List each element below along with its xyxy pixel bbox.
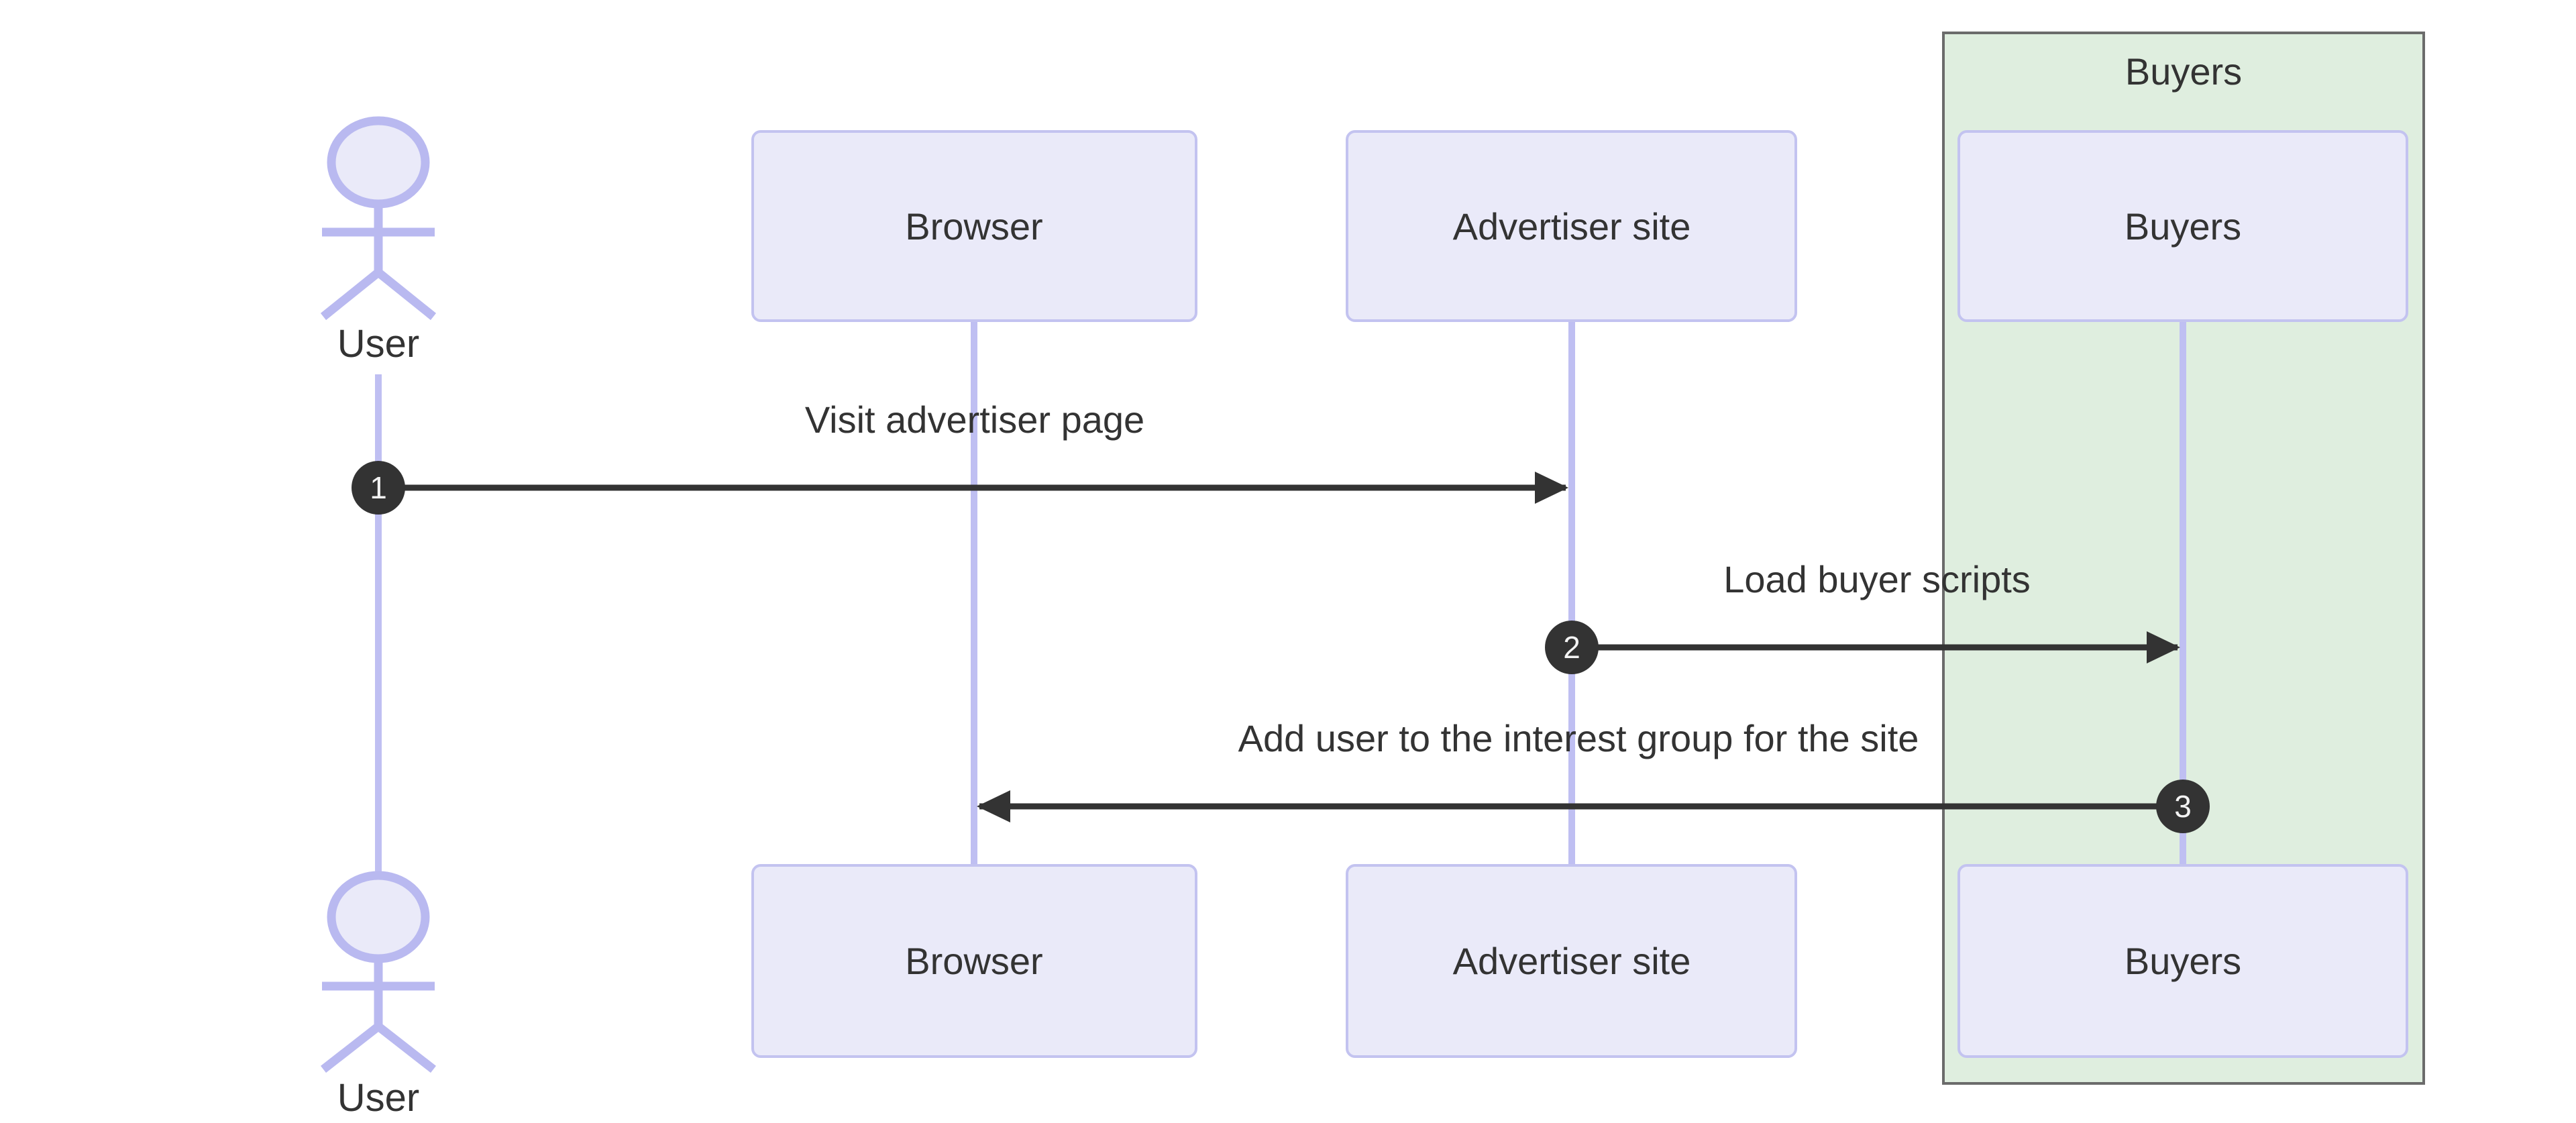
participant-box: [1346, 864, 1797, 1058]
participant-box: [751, 864, 1197, 1058]
actor-user-top: User: [320, 116, 437, 366]
message-3: Add user to the interest group for the s…: [977, 717, 2210, 833]
sequence-number: 1: [370, 470, 387, 505]
sequence-number: 3: [2174, 789, 2192, 824]
participant-label: Buyers: [2125, 940, 2241, 982]
participant-buyers-bottom: Buyers: [1957, 864, 2408, 1058]
participant-advertiser-site-bottom: Advertiser site: [1346, 864, 1797, 1058]
sequence-number-badge: [1545, 621, 1599, 674]
message-1: Visit advertiser page 1: [352, 398, 1568, 515]
participant-box: [1957, 130, 2408, 322]
participant-box: [751, 130, 1197, 322]
sequence-number-badge: [352, 461, 405, 515]
participant-box: [1957, 864, 2408, 1058]
message-2: Load buyer scripts 2: [1545, 558, 2180, 674]
message-label: Visit advertiser page: [805, 398, 1144, 441]
message-label: Add user to the interest group for the s…: [1238, 717, 1919, 759]
actor-head: [327, 871, 430, 963]
actor-label: User: [337, 322, 419, 366]
participant-browser-top: Browser: [751, 130, 1197, 322]
sequence-number: 2: [1563, 630, 1580, 665]
actor-label: User: [337, 1076, 419, 1120]
actor-legs: [320, 266, 437, 321]
participant-label: Browser: [905, 940, 1042, 982]
participant-advertiser-site-top: Advertiser site: [1346, 130, 1797, 322]
participant-box: [1346, 130, 1797, 322]
participant-label: Browser: [905, 205, 1042, 248]
participant-label: Advertiser site: [1453, 205, 1691, 248]
group-title: Buyers: [2125, 50, 2242, 93]
participant-browser-bottom: Browser: [751, 864, 1197, 1058]
participant-buyers-top: Buyers: [1957, 130, 2408, 322]
actor-head: [327, 116, 430, 209]
participant-label: Buyers: [2125, 205, 2241, 248]
sequence-number-badge: [2156, 780, 2210, 833]
participant-label: Advertiser site: [1453, 940, 1691, 982]
message-label: Load buyer scripts: [1723, 558, 2031, 600]
actor-user-bottom: User: [321, 871, 436, 1120]
actor-legs: [321, 1020, 436, 1073]
